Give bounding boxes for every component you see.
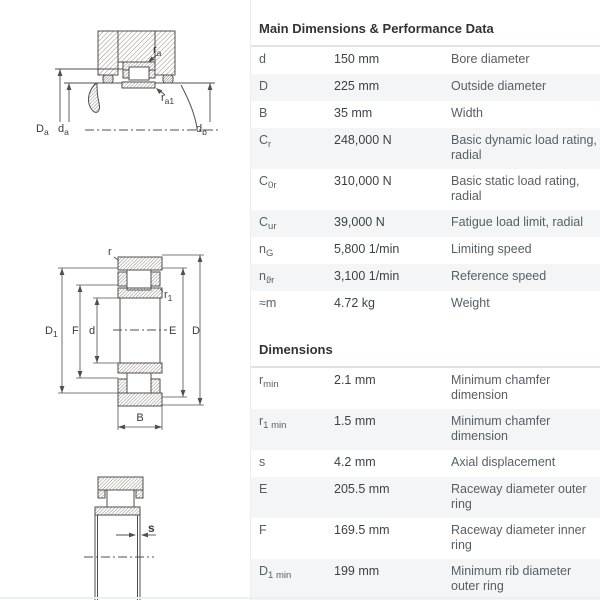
symbol-cell: C0r: [259, 174, 277, 191]
description-cell: Reference speed: [451, 269, 547, 283]
table-row: s 4.2 mm Axial displacement: [251, 450, 600, 477]
label-B: B: [136, 412, 143, 424]
description-cell: Raceway diameter inner ring: [451, 523, 586, 552]
description-cell: Outside diameter: [451, 79, 547, 93]
symbol-cell: D: [259, 79, 269, 93]
description-cell: Minimum rib diameter outer ring: [451, 564, 572, 593]
description-cell: Width: [451, 106, 483, 120]
label-D: D: [192, 325, 200, 337]
table-row: rmin 2.1 mm Minimum chamfer dimension: [251, 368, 600, 409]
label-D1: D1: [45, 325, 58, 339]
label-r: r: [108, 246, 112, 258]
value-cell: 1.5 mm: [334, 414, 376, 428]
table-row: C0r 310,000 N Basic static load rating, …: [251, 169, 600, 210]
section-divider: [251, 366, 600, 368]
table-row: D 225 mm Outside diameter: [251, 74, 600, 101]
symbol-cell: nG: [259, 242, 274, 259]
value-cell: 5,800 1/min: [334, 242, 400, 256]
description-cell: Limiting speed: [451, 242, 532, 256]
symbol-cell: ≈m: [259, 296, 277, 310]
section-title-dimensions: Dimensions: [259, 342, 333, 357]
data-pane: Main Dimensions & Performance Data d 150…: [250, 0, 600, 600]
description-cell: Weight: [451, 296, 490, 310]
value-cell: 199 mm: [334, 564, 380, 578]
symbol-cell: r1 min: [259, 414, 287, 431]
value-cell: 225 mm: [334, 79, 380, 93]
label-F: F: [72, 325, 79, 337]
table-row: ≈m 4.72 kg Weight: [251, 291, 600, 318]
dimension-lines: [55, 54, 213, 122]
bearing-cross-section: [121, 61, 156, 89]
symbol-cell: Cr: [259, 133, 272, 150]
main-dimensions-section: Main Dimensions & Performance Data d 150…: [251, 21, 600, 318]
value-cell: 2.1 mm: [334, 373, 376, 387]
symbol-cell: B: [259, 106, 268, 120]
label-E: E: [169, 325, 176, 337]
label-d: d: [89, 325, 95, 337]
value-cell: 4.2 mm: [334, 455, 376, 469]
label-s: s: [148, 521, 155, 535]
value-cell: 35 mm: [334, 106, 373, 120]
label-da: da: [58, 123, 69, 137]
label-ra1: ra1: [161, 92, 174, 106]
bearing-rings: [117, 256, 163, 407]
description-cell: Basic static load rating, radial: [451, 174, 580, 203]
label-r1: r1: [164, 289, 173, 303]
dimension-lines: [58, 254, 204, 430]
description-cell: Minimum chamfer dimension: [451, 414, 551, 443]
label-ra: ra: [153, 44, 162, 58]
symbol-cell: rmin: [259, 373, 279, 390]
table-row: E 205.5 mm Raceway diameter outer ring: [251, 477, 600, 518]
axial-displacement-drawing: s: [84, 476, 156, 600]
table-row: nG 5,800 1/min Limiting speed: [251, 237, 600, 264]
section-title-main: Main Dimensions & Performance Data: [259, 21, 494, 36]
fillet-radii: [102, 74, 174, 84]
table-row: nϑr 3,100 1/min Reference speed: [251, 264, 600, 291]
label-Da: Da: [36, 123, 49, 137]
s-dimension: [116, 532, 156, 538]
cross-section-drawing: D1 F d E D r r1 B: [45, 246, 204, 430]
shaft: [64, 82, 218, 131]
description-cell: Fatigue load limit, radial: [451, 215, 584, 229]
description-cell: Raceway diameter outer ring: [451, 482, 587, 511]
table-row: B 35 mm Width: [251, 101, 600, 128]
dimensions-section: Dimensions rmin 2.1 mm Minimum chamfer d…: [251, 342, 600, 600]
value-cell: 39,000 N: [334, 215, 385, 229]
page-bottom-divider: [0, 597, 600, 599]
value-cell: 205.5 mm: [334, 482, 390, 496]
value-cell: 150 mm: [334, 52, 380, 66]
symbol-cell: D1 min: [259, 564, 292, 581]
table-row: d 150 mm Bore diameter: [251, 47, 600, 74]
shaft-lines: [84, 515, 154, 600]
section-divider: [251, 45, 600, 47]
description-cell: Minimum chamfer dimension: [451, 373, 551, 402]
value-cell: 310,000 N: [334, 174, 392, 188]
bearing-on-shaft: [94, 476, 144, 516]
table-row: Cr 248,000 N Basic dynamic load rating, …: [251, 128, 600, 169]
symbol-cell: E: [259, 482, 268, 496]
value-cell: 248,000 N: [334, 133, 392, 147]
table-row: Cur 39,000 N Fatigue load limit, radial: [251, 210, 600, 237]
value-cell: 3,100 1/min: [334, 269, 400, 283]
symbol-cell: F: [259, 523, 267, 537]
value-cell: 169.5 mm: [334, 523, 390, 537]
description-cell: Bore diameter: [451, 52, 530, 66]
symbol-cell: Cur: [259, 215, 277, 232]
description-cell: Basic dynamic load rating, radial: [451, 133, 597, 162]
table-row: F 169.5 mm Raceway diameter inner ring: [251, 518, 600, 559]
table-row: r1 min 1.5 mm Minimum chamfer dimension: [251, 409, 600, 450]
table-row: D1 min 199 mm Minimum rib diameter outer…: [251, 559, 600, 600]
symbol-cell: d: [259, 52, 266, 66]
description-cell: Axial displacement: [451, 455, 556, 469]
drawings-pane: ra ra1 Da da db: [0, 0, 250, 600]
value-cell: 4.72 kg: [334, 296, 376, 310]
label-db: db: [196, 123, 207, 137]
mounting-drawing: ra ra1 Da da db: [36, 30, 218, 137]
symbol-cell: s: [259, 455, 266, 469]
symbol-cell: nϑr: [259, 269, 275, 286]
bore-lines: [113, 298, 167, 363]
